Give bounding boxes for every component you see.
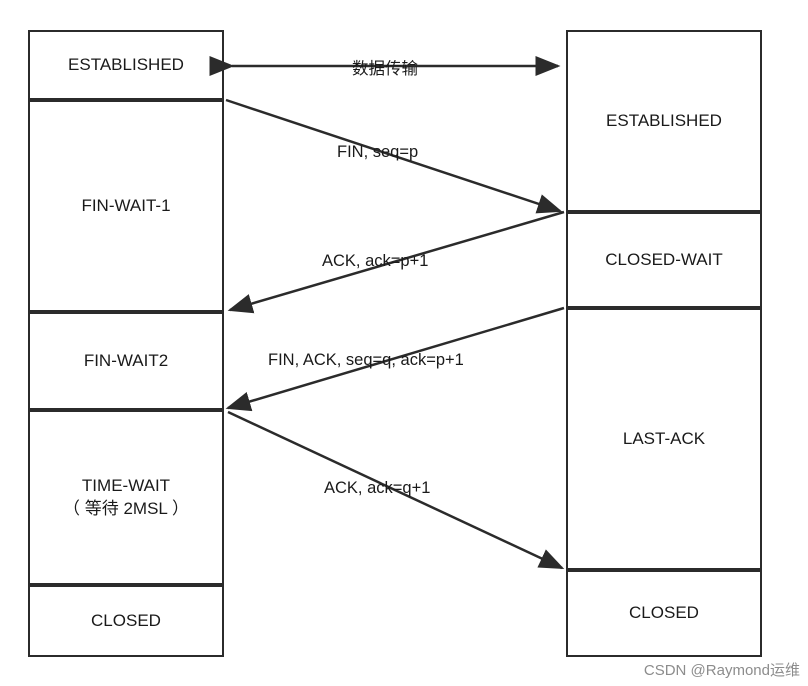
label-ack-ack-p1: ACK, ack=p+1 [322, 252, 429, 270]
label-fin-ack-seq-q: FIN, ACK, seq=q, ack=p+1 [268, 351, 464, 369]
label-data-transfer: 数据传输 [352, 60, 418, 78]
server-state-closed: CLOSED [566, 570, 762, 657]
label-ack-ack-q1: ACK, ack=q+1 [324, 479, 431, 497]
client-state-time-wait: TIME-WAIT （ 等待 2MSL ） [28, 410, 224, 585]
client-state-fin-wait-2: FIN-WAIT2 [28, 312, 224, 410]
server-state-established: ESTABLISHED [566, 30, 762, 212]
server-state-closed-wait: CLOSED-WAIT [566, 212, 762, 308]
client-state-established: ESTABLISHED [28, 30, 224, 100]
client-state-closed: CLOSED [28, 585, 224, 657]
client-state-fin-wait-1: FIN-WAIT-1 [28, 100, 224, 312]
label-fin-seq-p: FIN, seq=p [337, 143, 419, 161]
watermark: CSDN @Raymond运维 [643, 662, 800, 679]
server-state-last-ack: LAST-ACK [566, 308, 762, 570]
